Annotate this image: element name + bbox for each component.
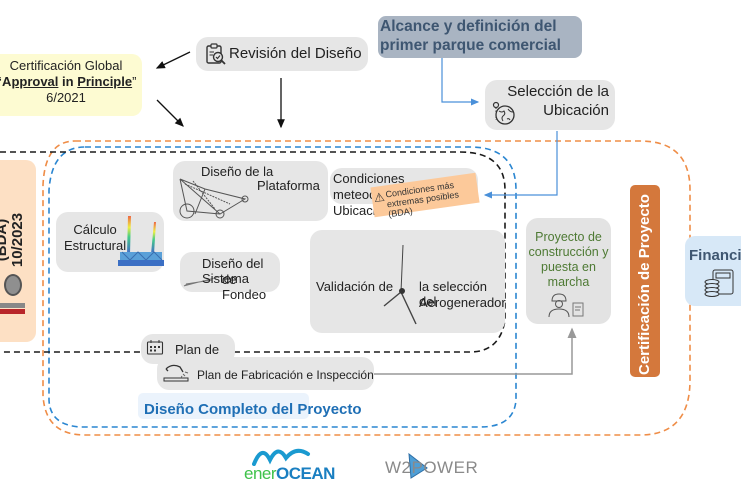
calendar-tools-icon	[146, 340, 164, 355]
alcance-box: Alcance y definición del primer parque c…	[378, 16, 582, 58]
validacion-part2: la selección del	[419, 279, 487, 309]
alcance-line1: Alcance y definición del	[380, 18, 557, 35]
calculo-line2: Estructural	[64, 238, 127, 253]
enerocean-logo: enerOCEAN	[244, 444, 335, 483]
proyecto-line4: marcha	[547, 275, 590, 289]
proyecto-construccion-box: Proyecto de construcción y puesta en mar…	[526, 218, 611, 324]
diseno-plataforma-box: Diseño de la Plataforma	[173, 161, 328, 221]
bda-certification-box: (BDA) 10/2023	[0, 160, 36, 342]
proyecto-text: Proyecto de construcción y puesta en mar…	[526, 230, 611, 290]
clipboard-check-icon	[206, 43, 226, 65]
calculo-estructural-box: Cálculo Estructural	[56, 212, 164, 272]
cert-global-box: Certificación Global “Approval in Princi…	[0, 54, 142, 116]
plataforma-line1: Diseño de la	[201, 164, 274, 179]
calculo-line1: Cálculo	[73, 222, 117, 237]
platform-sketch-icon	[179, 178, 249, 219]
financiacion-box: Financiación	[685, 236, 741, 306]
certificacion-proyecto-box: Certificación de Proyecto	[630, 185, 660, 377]
revision-diseno-label: Revisión del Diseño	[229, 45, 362, 62]
w2power-text: W2POWER	[385, 458, 479, 477]
proyecto-line1: Proyecto de	[535, 230, 602, 244]
plan-fabricacion-label: Plan de Fabricación e Inspección	[197, 368, 374, 382]
enerocean-text: enerOCEAN	[244, 464, 335, 483]
diseno-fondeo-box: Diseño del Sistema de Fondeo	[180, 252, 280, 302]
arrow-revision-to-cert	[155, 51, 191, 69]
welding-icon	[163, 364, 189, 382]
proyecto-line3: puesta en	[541, 260, 596, 274]
arrow-fabricacion-to-proyecto	[374, 327, 577, 375]
financiacion-label: Financiación	[689, 247, 741, 264]
fondeo-line2: de Fondeo	[222, 272, 267, 302]
calculo-text: Cálculo Estructural	[64, 222, 126, 254]
validacion-part1: Validación de	[316, 279, 394, 294]
bureau-veritas-logo	[0, 303, 25, 315]
play-arrow-logo-icon	[408, 452, 428, 479]
cert-global-line1: Certificación Global	[9, 58, 123, 73]
coins-calculator-icon	[704, 269, 734, 297]
cert-global-date: 6/2021	[46, 90, 86, 105]
cert-global-line2: “Approval in Principle”	[0, 74, 137, 89]
proyecto-line2: construcción y	[528, 245, 609, 259]
fondeo-line1: Diseño del Sistema	[202, 256, 264, 286]
bureau-veritas-seal-icon	[4, 274, 22, 296]
diseno-completo-title: Diseño Completo del Proyecto	[138, 393, 362, 419]
plataforma-line2: Plataforma	[257, 178, 320, 193]
wind-turbine-icon	[383, 244, 417, 325]
alcance-line2: primer parque comercial	[380, 37, 561, 54]
mooring-sketch-icon	[183, 275, 223, 287]
w2power-logo: W2POWER	[385, 452, 495, 481]
plan-fabricacion-box: Plan de Fabricación e Inspección	[157, 357, 374, 390]
revision-diseno-box: Revisión del Diseño	[196, 37, 368, 71]
validacion-aerogenerador-box: Validación de la selección del Aerogener…	[310, 230, 506, 333]
wave-logo-icon	[252, 448, 310, 466]
arrow-cert-to-design	[156, 99, 184, 127]
certificacion-proyecto-label: Certificación de Proyecto	[636, 194, 653, 375]
warning-icon: ⚠	[372, 189, 386, 206]
seleccion-line2: Ubicación	[543, 102, 609, 119]
structural-model-icon	[118, 216, 164, 266]
arrow-seleccion-to-condiciones	[483, 131, 558, 199]
arrow-alcance-to-seleccion	[441, 58, 480, 106]
seleccion-line1: Selección de la	[507, 83, 609, 100]
validacion-part3: Aerogenerador	[419, 295, 506, 310]
seleccion-ubicacion-box: Selección de la Ubicación	[485, 80, 615, 130]
globe-pin-icon	[492, 101, 515, 125]
worker-icon	[548, 293, 584, 317]
